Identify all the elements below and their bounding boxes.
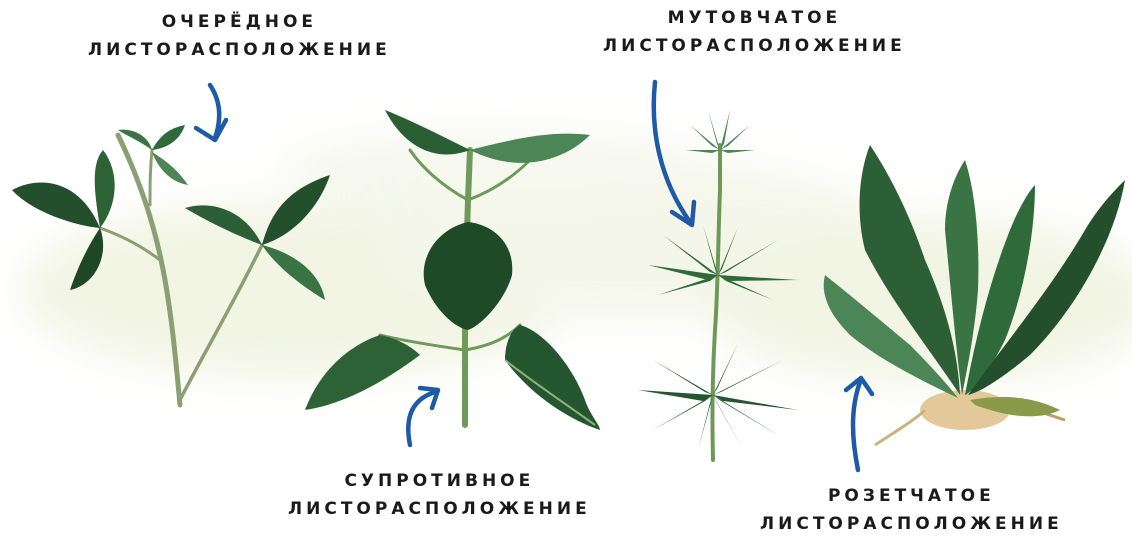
whorled-label-line2: ЛИСТОРАСПОЛОЖЕНИЕ bbox=[603, 32, 906, 60]
rosette-arrow-icon bbox=[846, 378, 872, 470]
alternate-arrow-icon bbox=[196, 85, 226, 140]
alternate-label: ОЧЕРЁДНОЕ ЛИСТОРАСПОЛОЖЕНИЕ bbox=[88, 8, 391, 64]
whorled-label: МУТОВЧАТОЕ ЛИСТОРАСПОЛОЖЕНИЕ bbox=[603, 4, 906, 60]
opposite-label-line2: ЛИСТОРАСПОЛОЖЕНИЕ bbox=[288, 495, 591, 523]
rosette-label: РОЗЕТЧАТОЕ ЛИСТОРАСПОЛОЖЕНИЕ bbox=[760, 482, 1063, 538]
alternate-label-line2: ЛИСТОРАСПОЛОЖЕНИЕ bbox=[88, 36, 391, 64]
opposite-label: СУПРОТИВНОЕ ЛИСТОРАСПОЛОЖЕНИЕ bbox=[288, 467, 591, 523]
whorled-arrow-icon bbox=[654, 82, 694, 225]
alternate-label-line1: ОЧЕРЁДНОЕ bbox=[88, 8, 391, 36]
opposite-arrow-icon bbox=[408, 388, 438, 445]
opposite-label-line1: СУПРОТИВНОЕ bbox=[288, 467, 591, 495]
rosette-label-line2: ЛИСТОРАСПОЛОЖЕНИЕ bbox=[760, 510, 1063, 538]
rosette-label-line1: РОЗЕТЧАТОЕ bbox=[760, 482, 1063, 510]
whorled-label-line1: МУТОВЧАТОЕ bbox=[603, 4, 906, 32]
